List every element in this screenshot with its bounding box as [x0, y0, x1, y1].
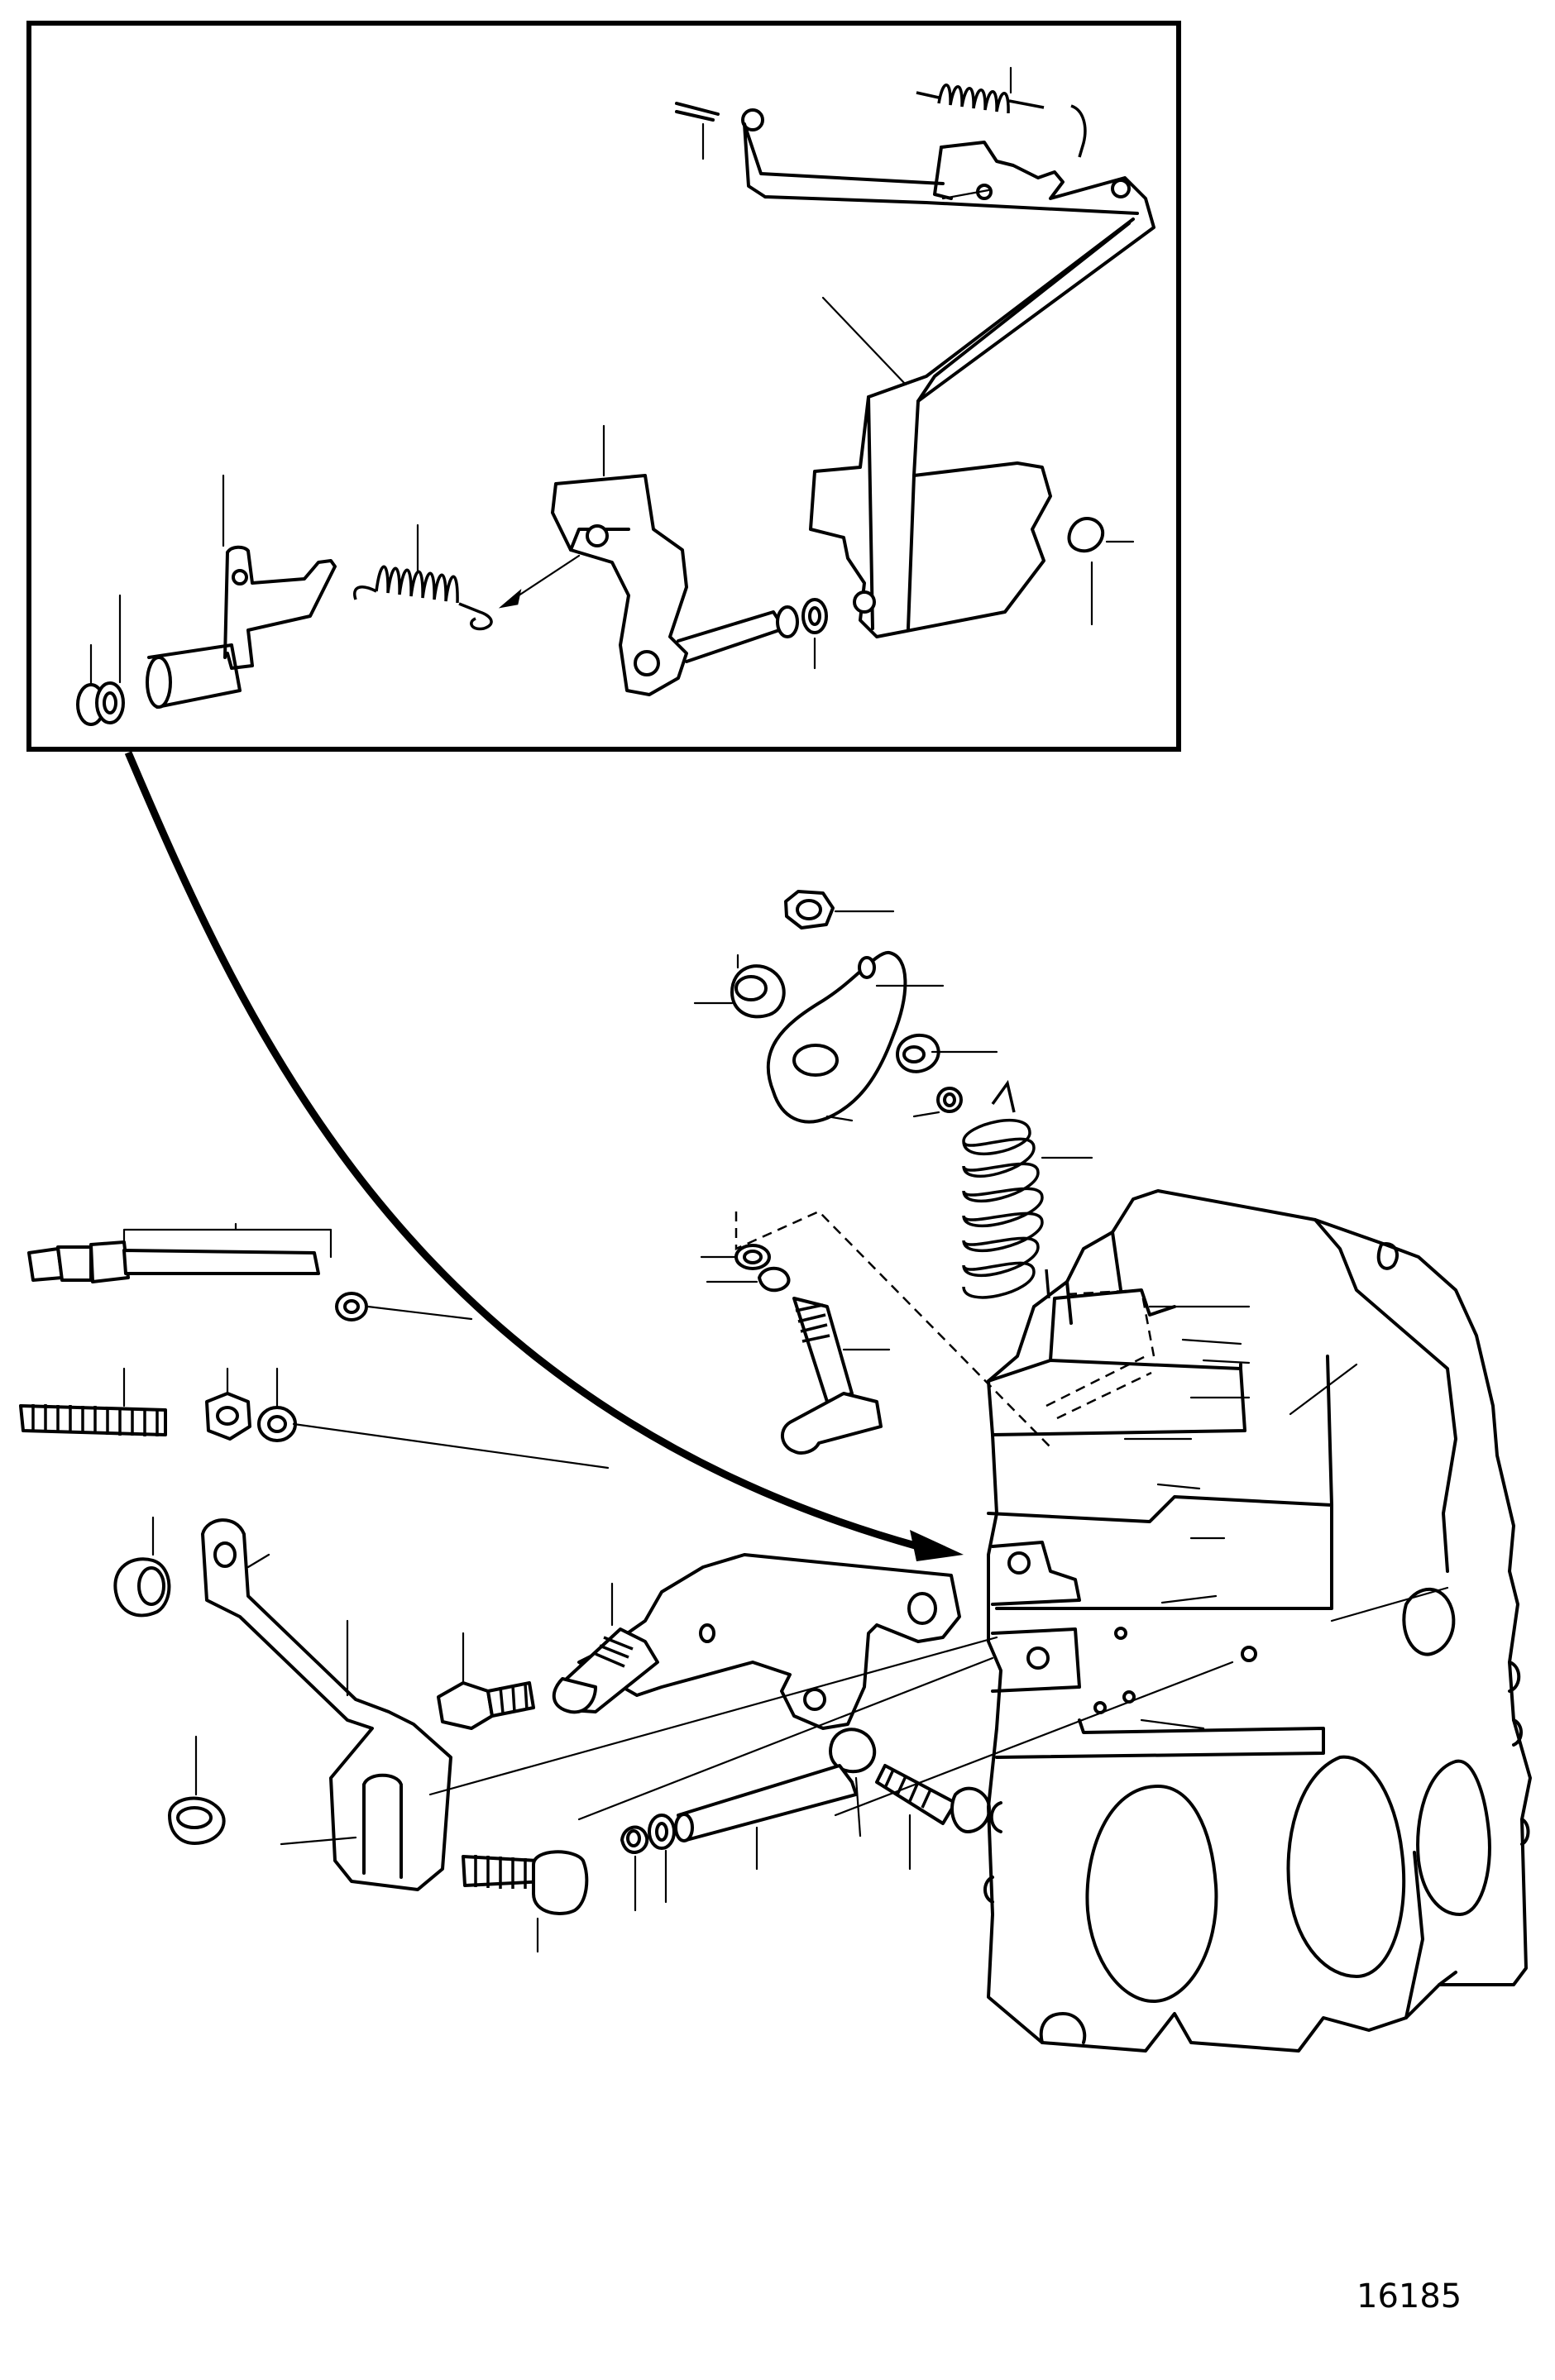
adjusting-screw-long — [27, 1222, 473, 1321]
hex-bolt-right — [875, 1764, 991, 1871]
inset-middle-spring — [353, 523, 493, 631]
callout-arrow — [124, 751, 964, 1561]
torsion-spring-upper — [962, 1079, 1093, 1299]
adjusting-screw-threaded — [19, 1367, 610, 1470]
washers-lower — [620, 1814, 676, 1912]
rubber-grommet-upper — [693, 953, 786, 1019]
main-lever-left — [201, 1518, 452, 1891]
lever-plate-upper — [766, 951, 945, 1124]
inset-left-lever — [146, 474, 337, 709]
top-nut — [784, 890, 895, 930]
figure-number: 16185 — [1356, 2277, 1462, 2315]
rubber-grommet-left — [113, 1516, 171, 1618]
lever-bolt-lower — [462, 1850, 589, 1953]
inset-main-bracket — [809, 141, 1155, 638]
inset-top-spring — [916, 66, 1087, 158]
inset-washer-mid — [801, 598, 828, 670]
shaft-pin-lower — [674, 1764, 858, 1871]
nut-washer-upper — [896, 1033, 998, 1118]
inset-link-rod — [741, 108, 1139, 215]
inset-detail-box — [26, 21, 1181, 752]
inset-clip-right — [1067, 517, 1135, 626]
pump-housing — [428, 1189, 1532, 2053]
cotter-pin — [675, 102, 720, 160]
inset-middle-lever — [551, 424, 799, 696]
dashed-guide — [734, 1210, 1051, 1448]
inset-washers-left — [76, 594, 125, 726]
link-bracket-middle — [552, 1553, 961, 1730]
washer-pair-mid — [700, 1244, 791, 1293]
hex-bolt-middle — [437, 1632, 535, 1730]
throttle-stop-bolt — [781, 1297, 891, 1455]
rubber-grommet-lower — [168, 1735, 357, 1846]
inset-arrow — [498, 554, 581, 609]
